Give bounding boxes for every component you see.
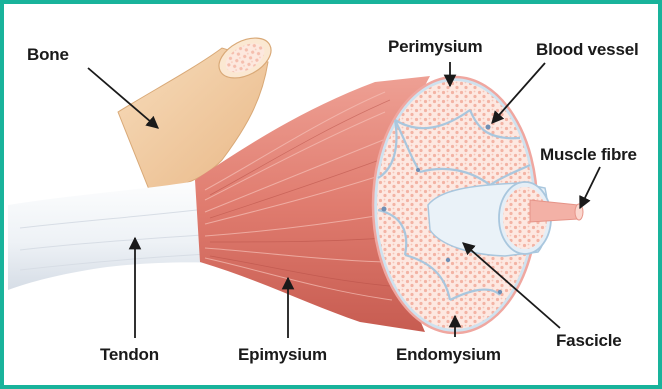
muscle-fibre-shape [530, 200, 583, 222]
muscle-fibre-label: Muscle fibre [540, 145, 637, 165]
endomysium-label: Endomysium [396, 345, 501, 365]
blood-vessel-label: Blood vessel [536, 40, 638, 60]
fascicle-label: Fascicle [556, 331, 622, 351]
epimysium-label: Epimysium [238, 345, 327, 365]
perimysium-label: Perimysium [388, 37, 482, 57]
tendon-label: Tendon [100, 345, 159, 365]
bone-label: Bone [27, 45, 69, 65]
